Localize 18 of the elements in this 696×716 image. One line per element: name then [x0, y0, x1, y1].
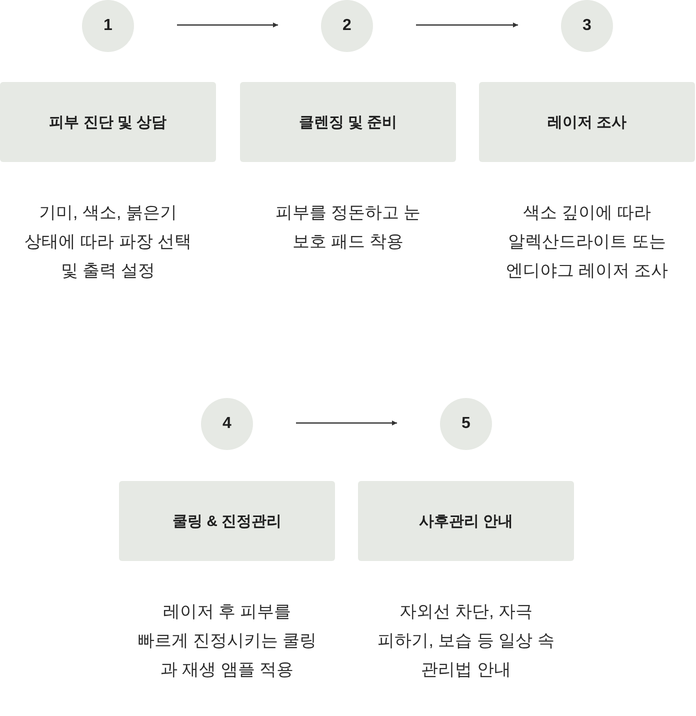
step-description: 레이저 후 피부를 빠르게 진정시키는 쿨링 과 재생 앰플 적용 — [136, 601, 318, 681]
step-description: 자외선 차단, 자극 피하기, 보습 등 일상 속 관리법 안내 — [376, 601, 556, 681]
step-number-circle: 2 — [321, 0, 373, 52]
step-number-circle: 1 — [82, 0, 134, 52]
step-description: 색소 깊이에 따라 알렉산드라이트 또는 엔디야그 레이저 조사 — [504, 202, 670, 282]
step-card: 피부 진단 및 상담 — [0, 82, 216, 162]
step-number-circle: 5 — [440, 398, 492, 450]
step-card: 클렌징 및 준비 — [240, 82, 456, 162]
arrow — [416, 22, 518, 28]
step-number-circle: 3 — [561, 0, 613, 52]
arrow — [177, 22, 278, 28]
step-card: 레이저 조사 — [479, 82, 695, 162]
step-card: 쿨링 & 진정관리 — [119, 481, 335, 561]
step-number-circle: 4 — [201, 398, 253, 450]
step-description: 기미, 색소, 붉은기 상태에 따라 파장 선택 및 출력 설정 — [23, 202, 193, 282]
arrow — [296, 420, 397, 426]
step-description: 피부를 정돈하고 눈 보호 패드 착용 — [274, 202, 422, 253]
step-card: 사후관리 안내 — [358, 481, 574, 561]
